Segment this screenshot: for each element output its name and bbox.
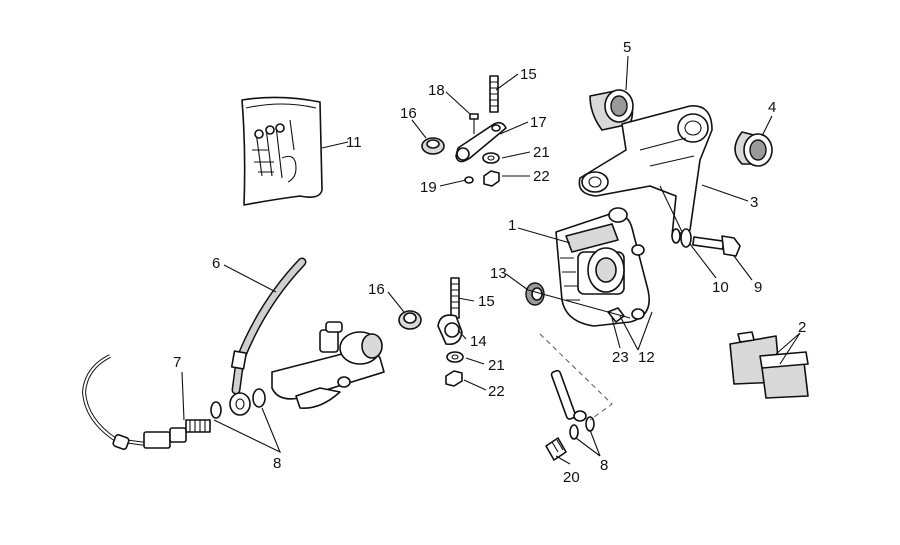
footrest-bracket-part[interactable] [578, 105, 713, 237]
upper-washer-part[interactable] [482, 152, 500, 164]
callout-10: 10 [712, 279, 729, 296]
bleed-cap-part[interactable] [525, 282, 545, 306]
leader-lines [181, 55, 801, 465]
callout-23: 23 [612, 349, 629, 366]
callout-21a: 21 [533, 144, 550, 161]
upper-bushing-part[interactable] [421, 137, 445, 155]
washers-8-part[interactable] [210, 388, 266, 419]
callout-6: 6 [212, 255, 220, 272]
lower-stud-part[interactable] [450, 277, 460, 319]
pad-pin-part[interactable] [550, 369, 587, 422]
callout-21b: 21 [488, 357, 505, 374]
callout-8a: 8 [273, 455, 281, 472]
callout-8b: 8 [600, 457, 608, 474]
callout-20: 20 [563, 469, 580, 486]
callout-2: 2 [798, 319, 806, 336]
callout-5: 5 [623, 39, 631, 56]
callout-7: 7 [173, 354, 181, 371]
spares-bag-part[interactable] [241, 96, 323, 206]
banjo-bolt-part[interactable] [545, 437, 567, 461]
callout-18: 18 [428, 82, 445, 99]
bolt-part[interactable] [692, 235, 741, 257]
callout-labels: 1 2 3 4 5 6 7 8 8 9 10 11 12 13 14 15 15… [173, 39, 806, 486]
brake-pads-part[interactable] [729, 331, 809, 399]
bushing-5-part[interactable] [589, 89, 634, 131]
washers-8-lower-part[interactable] [569, 416, 595, 440]
upper-stud-part[interactable] [489, 75, 499, 113]
upper-clamp-bracket-part[interactable] [455, 121, 507, 163]
callout-13: 13 [490, 265, 507, 282]
callout-22b: 22 [488, 383, 505, 400]
callout-14: 14 [470, 333, 487, 350]
callout-4: 4 [768, 99, 776, 116]
lower-clamp-part[interactable] [437, 314, 463, 346]
small-washer-part[interactable] [464, 176, 474, 184]
brake-hose-part[interactable] [230, 257, 307, 395]
hose-banjo-part[interactable] [229, 392, 251, 416]
callout-16b: 16 [368, 281, 385, 298]
lower-bushing-part[interactable] [398, 310, 422, 330]
washer-10-part[interactable] [671, 228, 692, 248]
callout-16a: 16 [400, 105, 417, 122]
lower-nut-part[interactable] [445, 370, 463, 387]
master-cylinder-part[interactable] [271, 321, 385, 409]
callout-9: 9 [754, 279, 762, 296]
brake-caliper-part[interactable] [555, 207, 650, 327]
assembly-guide-line [539, 333, 613, 421]
brake-light-switch-part[interactable] [81, 354, 211, 450]
callout-12: 12 [638, 349, 655, 366]
callout-3: 3 [750, 194, 758, 211]
lower-washer-part[interactable] [446, 351, 464, 363]
callout-11: 11 [346, 134, 362, 151]
callout-19: 19 [420, 179, 437, 196]
upper-nut-part[interactable] [483, 170, 500, 187]
callout-22a: 22 [533, 168, 550, 185]
callout-15a: 15 [520, 66, 537, 83]
bushing-4-part[interactable] [734, 131, 773, 167]
callout-1: 1 [508, 217, 516, 234]
callout-15b: 15 [478, 293, 495, 310]
upper-screw-part[interactable] [469, 113, 479, 134]
callout-17: 17 [530, 114, 547, 131]
